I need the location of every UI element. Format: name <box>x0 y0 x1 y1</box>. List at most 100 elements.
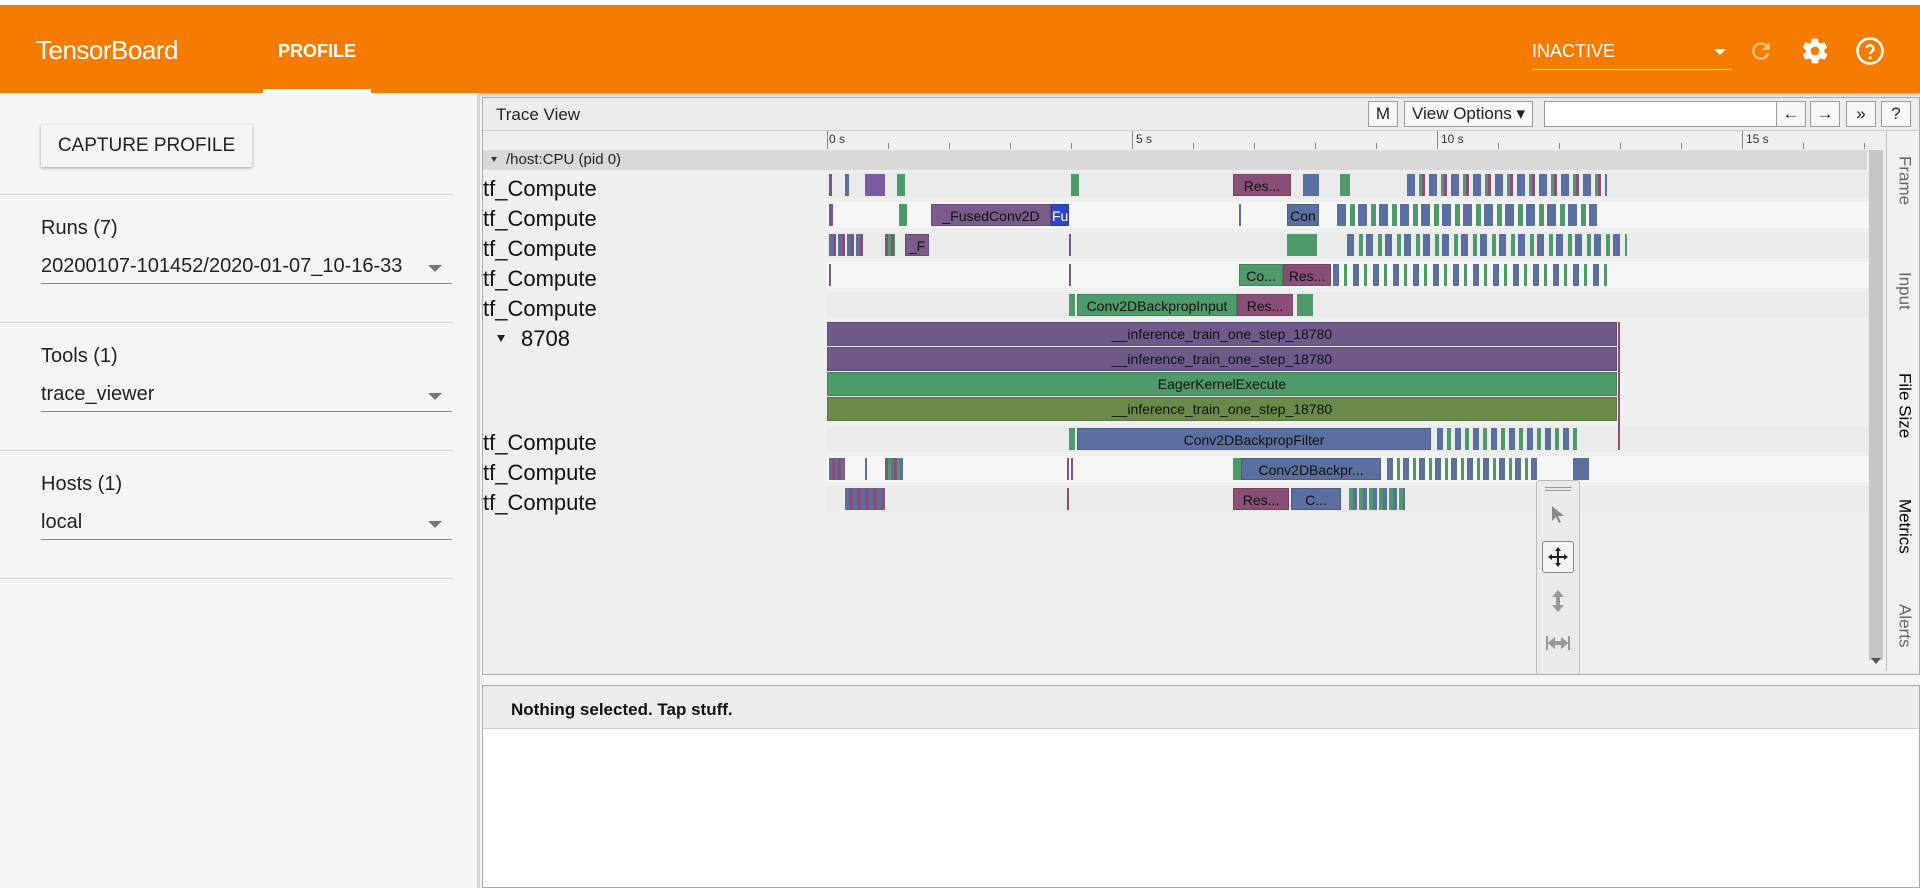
trace-slice[interactable] <box>1069 264 1071 286</box>
gear-icon[interactable] <box>1799 35 1831 67</box>
track-lane: Conv2DBackpropFilter <box>827 426 1877 452</box>
trace-slice[interactable] <box>1387 458 1537 480</box>
trace-slice[interactable]: Fu <box>1051 204 1069 226</box>
tab-metrics[interactable]: Metrics <box>1895 498 1915 554</box>
trace-slice[interactable]: Res... <box>1233 174 1291 196</box>
trace-slice[interactable]: Conv2DBackpr... <box>1241 458 1381 480</box>
trace-slice[interactable] <box>845 174 849 196</box>
trace-slice[interactable] <box>829 264 831 286</box>
trace-slice[interactable] <box>1337 204 1597 226</box>
trace-slice[interactable] <box>1407 174 1607 196</box>
trace-view-title: Trace View <box>496 105 581 124</box>
capture-profile-button[interactable]: CAPTURE PROFILE <box>41 125 252 167</box>
pan-icon[interactable] <box>1542 541 1574 573</box>
trace-slice[interactable] <box>1233 458 1241 480</box>
trace-slice[interactable] <box>1573 458 1589 480</box>
trace-slice[interactable]: Conv2DBackpropFilter <box>1077 428 1431 450</box>
tab-profile[interactable]: PROFILE <box>263 5 371 93</box>
tab-frame[interactable]: Frame <box>1895 156 1915 206</box>
drag-handle[interactable] <box>1545 485 1571 491</box>
ruler-minor-tick <box>1681 143 1682 149</box>
trace-slice[interactable]: C... <box>1291 488 1341 510</box>
metadata-button[interactable]: M <box>1368 101 1398 127</box>
trace-slice[interactable] <box>829 234 865 256</box>
trace-slice[interactable] <box>1333 264 1613 286</box>
trace-slice[interactable]: Res... <box>1283 264 1331 286</box>
trace-slice[interactable] <box>845 488 885 510</box>
ruler-minor-tick <box>1254 143 1255 149</box>
help-icon[interactable] <box>1854 35 1886 67</box>
tab-input[interactable]: Input <box>1895 272 1915 310</box>
tools-select[interactable]: trace_viewer <box>41 381 452 412</box>
process-header[interactable]: /host:CPU (pid 0) <box>483 150 1867 170</box>
trace-slice[interactable] <box>1340 174 1350 196</box>
trace-help-button[interactable]: ? <box>1881 101 1911 127</box>
track-lane: Res... C... <box>827 486 1877 512</box>
previous-result-button[interactable]: ← <box>1776 101 1806 127</box>
collapse-triangle-icon[interactable] <box>497 335 505 342</box>
status-select[interactable]: INACTIVE <box>1532 29 1732 70</box>
tools-select-value: trace_viewer <box>41 383 155 405</box>
timing-icon[interactable] <box>1542 627 1574 659</box>
time-ruler: 0 s 5 s 10 s 15 s <box>827 131 1877 149</box>
trace-slice[interactable] <box>885 458 903 480</box>
trace-slice[interactable]: EagerKernelExecute <box>827 372 1617 396</box>
next-result-button[interactable]: → <box>1810 101 1840 127</box>
trace-slice[interactable] <box>865 458 867 480</box>
view-options-button[interactable]: View Options ▾ <box>1404 101 1533 127</box>
trace-slice[interactable]: Res... <box>1237 294 1293 316</box>
trace-slice[interactable] <box>829 204 833 226</box>
trace-slice[interactable] <box>897 174 905 196</box>
trace-slice[interactable] <box>865 174 885 196</box>
trace-slice[interactable]: Con <box>1287 204 1319 226</box>
trace-slice[interactable] <box>885 234 895 256</box>
ruler-minor-tick <box>888 143 889 149</box>
trace-slice[interactable] <box>1287 234 1317 256</box>
trace-viewer: Trace View M View Options ▾ ← → » ? 0 s … <box>482 97 1920 675</box>
trace-slice[interactable]: Conv2DBackpropInput <box>1077 294 1237 316</box>
hosts-select[interactable]: local <box>41 509 452 540</box>
trace-slice[interactable]: __inference_train_one_step_18780 <box>827 322 1617 346</box>
tab-alerts[interactable]: Alerts <box>1895 604 1915 648</box>
app-header: TensorBoard PROFILE INACTIVE <box>0 5 1920 93</box>
trace-slice[interactable]: _F <box>905 234 929 256</box>
sidebar-divider <box>0 450 453 451</box>
trace-slice[interactable] <box>1067 458 1075 480</box>
trace-slice[interactable] <box>1347 234 1627 256</box>
trace-slice[interactable] <box>1069 234 1071 256</box>
trace-slice[interactable] <box>1437 428 1577 450</box>
thread-label: tf_Compute <box>483 460 597 485</box>
refresh-icon[interactable] <box>1745 35 1777 67</box>
trace-slice[interactable] <box>829 458 845 480</box>
tab-file-size[interactable]: File Size <box>1895 373 1915 439</box>
trace-slice[interactable] <box>1239 204 1241 226</box>
pointer-icon[interactable] <box>1542 499 1574 531</box>
trace-slice[interactable] <box>1069 294 1075 316</box>
track-lane: Res... <box>827 172 1877 198</box>
trace-slice[interactable] <box>1303 174 1319 196</box>
trace-slice[interactable] <box>1067 488 1069 510</box>
vertical-scrollbar[interactable] <box>1869 150 1883 660</box>
trace-slice[interactable]: __inference_train_one_step_18780 <box>827 397 1617 421</box>
zoom-icon[interactable] <box>1542 585 1574 617</box>
expand-button[interactable]: » <box>1846 101 1876 127</box>
thread-label: tf_Compute <box>483 490 597 515</box>
chevron-down-icon <box>428 393 442 400</box>
track-area[interactable]: Res... _FusedConv2D Fu Con _F Co... <box>827 168 1877 568</box>
trace-search-input[interactable] <box>1544 101 1779 127</box>
trace-slice[interactable] <box>1069 428 1075 450</box>
trace-slice[interactable]: _FusedConv2D <box>931 204 1051 226</box>
trace-slice[interactable]: __inference_train_one_step_18780 <box>827 347 1617 371</box>
trace-slice[interactable] <box>899 204 907 226</box>
window-top-edge <box>0 0 1920 5</box>
trace-slice[interactable] <box>1071 174 1079 196</box>
trace-slice[interactable]: Res... <box>1233 488 1289 510</box>
scroll-down-arrow-icon[interactable] <box>1871 658 1881 664</box>
trace-slice[interactable] <box>1297 294 1313 316</box>
trace-slice[interactable] <box>829 174 832 196</box>
collapse-triangle-icon[interactable] <box>491 157 497 162</box>
trace-slice[interactable] <box>1349 488 1405 510</box>
ruler-minor-tick <box>949 143 950 149</box>
trace-slice[interactable]: Co... <box>1239 264 1283 286</box>
runs-select[interactable]: 20200107-101452/2020-01-07_10-16-33 <box>41 253 452 284</box>
